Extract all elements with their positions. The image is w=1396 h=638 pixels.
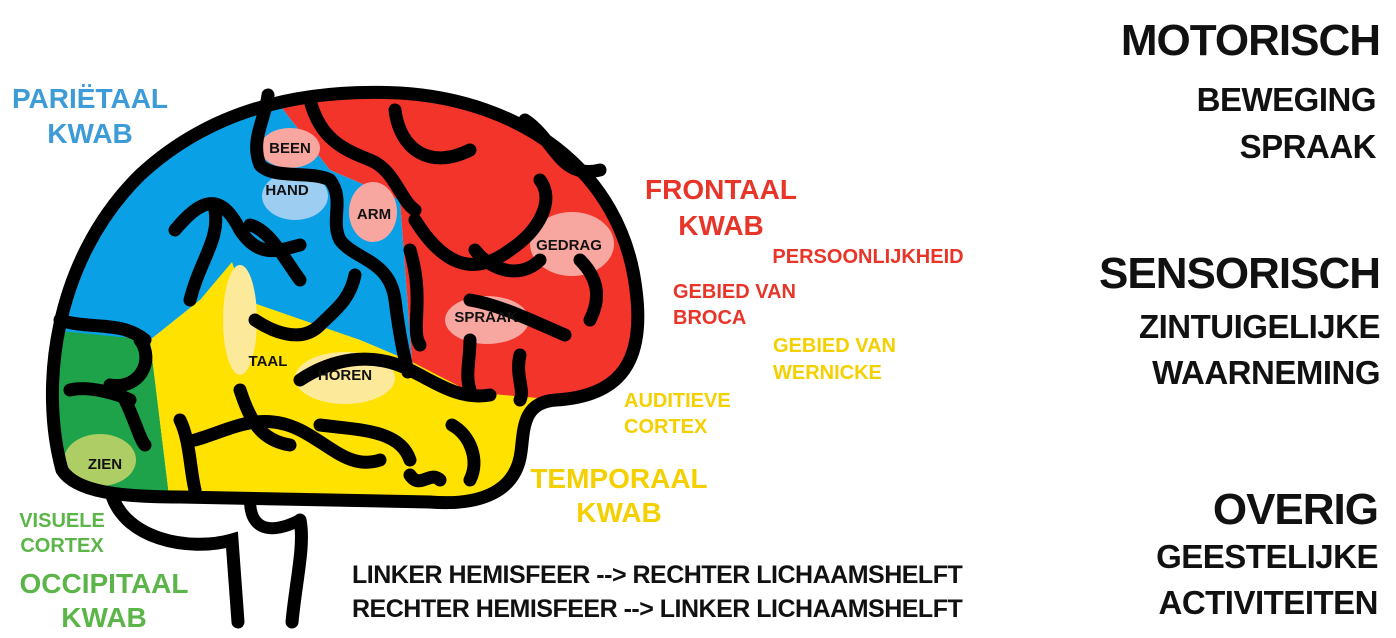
legend-motor-line-1: BEWEGING	[1197, 81, 1376, 118]
label-spraak: SPRAAK	[454, 309, 518, 326]
label-horen: HOREN	[318, 367, 372, 384]
label-auditory-1: AUDITIEVE	[624, 390, 731, 412]
parietal-label-1: PARIËTAAL	[12, 83, 168, 114]
cerebrum	[52, 92, 638, 503]
parietal-label: PARIËTAAL KWAB	[12, 83, 168, 149]
label-visual-2: CORTEX	[20, 535, 104, 557]
frontal-label-2: KWAB	[678, 210, 764, 241]
occipital-label: OCCIPITAAL KWAB	[19, 568, 188, 633]
function-legend: MOTORISCH BEWEGING SPRAAK SENSORISCH ZIN…	[1099, 16, 1381, 621]
legend-other-line-2: ACTIVITEITEN	[1158, 584, 1378, 621]
legend-motor-line-2: SPRAAK	[1240, 128, 1377, 165]
label-wernicke-1: GEBIED VAN	[773, 335, 896, 357]
frontal-label: FRONTAAL KWAB	[645, 174, 797, 241]
label-been: BEEN	[269, 140, 311, 157]
occipital-label-1: OCCIPITAAL	[19, 568, 188, 599]
hand-spot	[262, 172, 328, 220]
hemisphere-note-1: LINKER HEMISFEER --> RECHTER LICHAAMSHEL…	[352, 561, 962, 589]
arm-spot	[349, 182, 397, 242]
zien-spot	[64, 434, 136, 486]
brain-folds	[45, 85, 645, 510]
label-auditory-2: CORTEX	[624, 416, 708, 438]
label-visual-1: VISUELE	[19, 510, 105, 532]
brainstem	[103, 481, 308, 629]
label-gedrag: GEDRAG	[536, 237, 602, 254]
parietal-lobe	[52, 92, 412, 362]
label-broca-2: BROCA	[673, 307, 746, 329]
taal-spot	[223, 265, 257, 375]
temporal-label-2: KWAB	[576, 497, 662, 528]
label-taal: TAAL	[249, 353, 288, 370]
legend-motor-title: MOTORISCH	[1121, 16, 1380, 65]
been-spot	[260, 128, 320, 168]
occipital-label-2: KWAB	[61, 602, 147, 633]
legend-other-line-1: GEESTELIJKE	[1156, 538, 1378, 575]
legend-sensory-title: SENSORISCH	[1099, 249, 1380, 298]
parietal-label-2: KWAB	[47, 118, 133, 149]
gedrag-spot	[530, 212, 614, 276]
temporal-label-1: TEMPORAAL	[530, 463, 707, 494]
label-wernicke-2: WERNICKE	[773, 362, 882, 384]
legend-other-title: OVERIG	[1213, 485, 1378, 534]
legend-sensory-line-1: ZINTUIGELIJKE	[1139, 308, 1380, 345]
label-persoonlijkheid: PERSOONLIJKHEID	[772, 246, 963, 268]
label-hand: HAND	[265, 182, 308, 199]
frontal-label-1: FRONTAAL	[645, 174, 797, 205]
label-zien: ZIEN	[88, 456, 122, 473]
label-arm: ARM	[357, 206, 391, 223]
label-broca-1: GEBIED VAN	[673, 281, 796, 303]
hemisphere-note-2: RECHTER HEMISFEER --> LINKER LICHAAMSHEL…	[352, 595, 962, 623]
temporal-label: TEMPORAAL KWAB	[530, 463, 707, 528]
legend-sensory-line-2: WAARNEMING	[1152, 354, 1380, 391]
